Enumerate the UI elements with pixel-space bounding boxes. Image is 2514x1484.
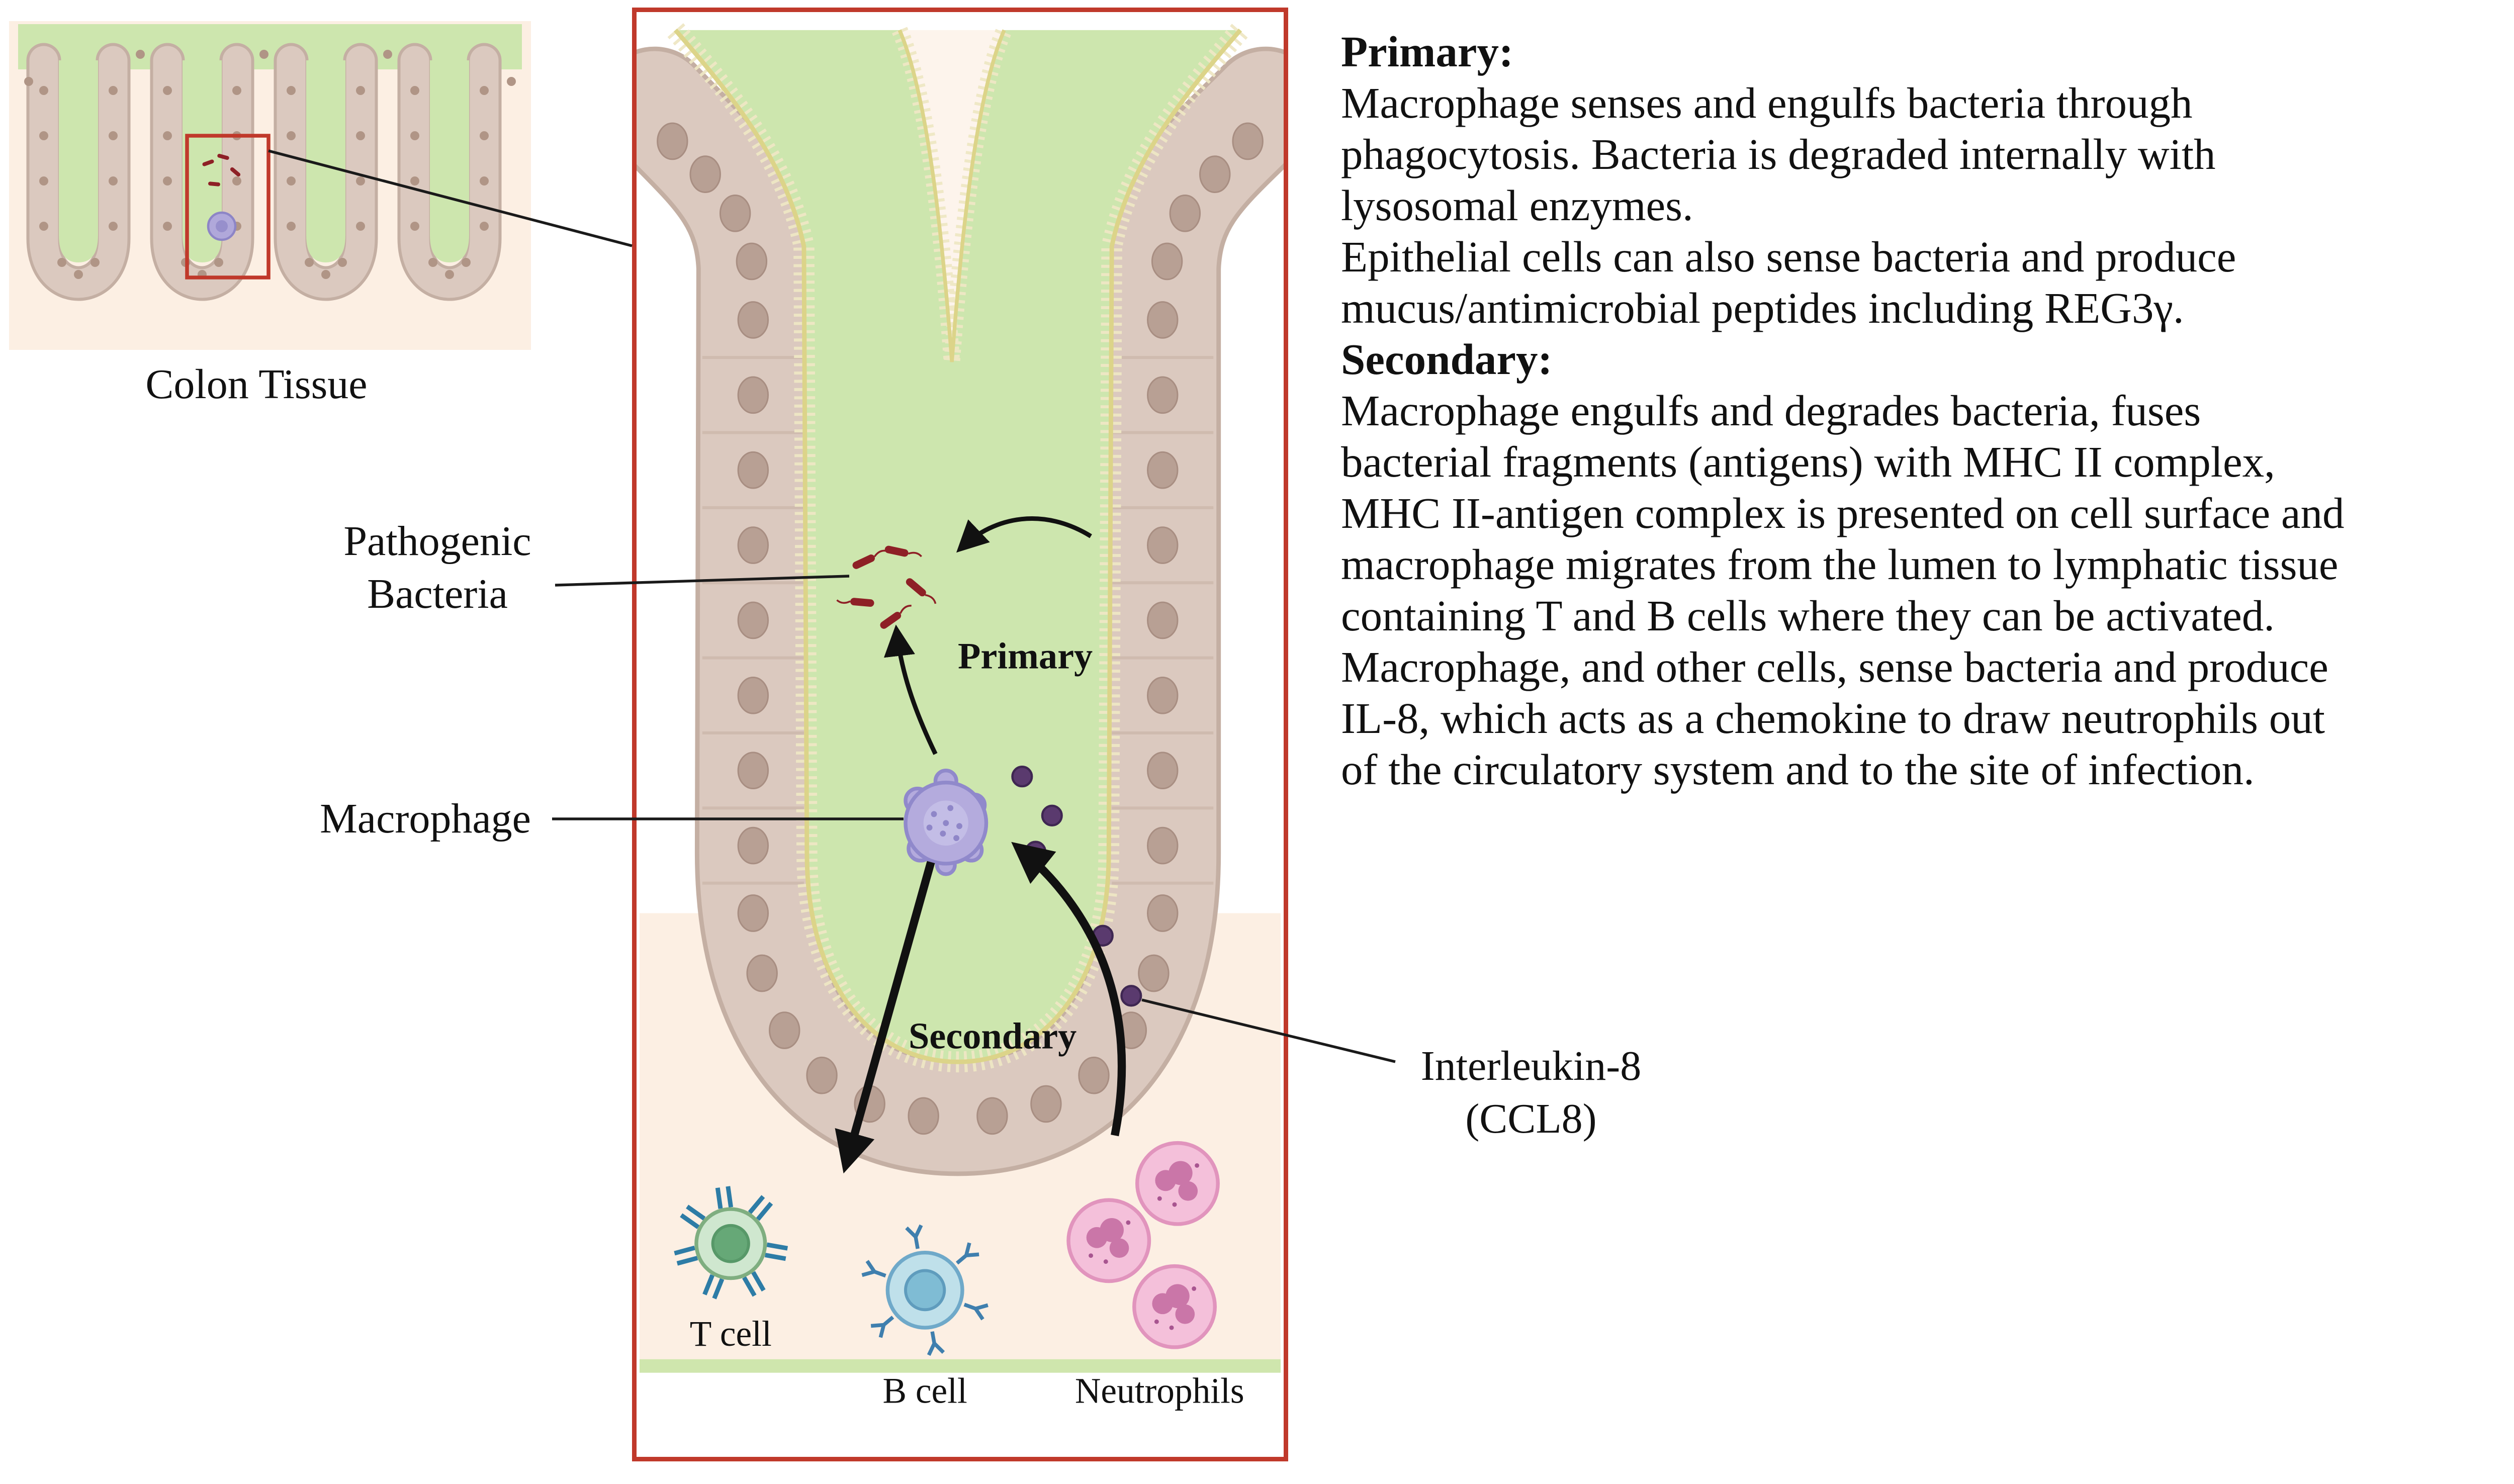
- primary-paragraph-1: Macrophage senses and engulfs bacteria t…: [1341, 80, 2216, 231]
- magnified-crypt-panel: Primary Secondary T cell B cell Neutroph…: [632, 8, 1288, 1461]
- colon-tissue-label: Colon Tissue: [145, 362, 368, 409]
- secondary-paragraph-2: Macrophage, and other cells, sense bacte…: [1341, 644, 2328, 795]
- epithelial-nuclei: [657, 122, 1264, 1135]
- primary-response-arrow: [883, 624, 938, 755]
- interleukin8-label-line1: Interleukin-8: [1420, 1044, 1642, 1090]
- mini-epithelial-nuclei: [24, 50, 516, 279]
- neutrophil-cell: [1132, 1264, 1217, 1349]
- pathogenic-bacteria-label-line1: Pathogenic: [343, 519, 531, 566]
- t-cell-label: T cell: [690, 1314, 772, 1354]
- secondary-label: Secondary: [909, 1015, 1076, 1057]
- neutrophil-cell: [1066, 1198, 1151, 1283]
- t-cell: [674, 1186, 788, 1300]
- pathogenic-bacteria-group: [836, 545, 937, 629]
- bottom-green-strip: [639, 1359, 1281, 1373]
- colon-tissue-illustration: [9, 21, 531, 350]
- mini-macrophage: [207, 211, 237, 241]
- crypt-illustration: Primary Secondary T cell B cell Neutroph…: [637, 23, 1284, 1411]
- b-cell-label: B cell: [882, 1371, 967, 1411]
- neutrophils-label: Neutrophils: [1075, 1371, 1244, 1411]
- secondary-heading: Secondary:: [1341, 336, 1553, 385]
- neutrophil-recruitment-arrow: [1011, 842, 1126, 1137]
- epithelium-sensing-arrow: [956, 516, 1092, 553]
- primary-heading: Primary:: [1341, 29, 1514, 77]
- pathogenic-bacteria-label: Pathogenic Bacteria: [272, 516, 603, 621]
- primary-paragraph-2: Epithelial cells can also sense bacteria…: [1341, 234, 2236, 333]
- primary-label: Primary: [958, 635, 1093, 677]
- colon-tissue-figure: [9, 15, 531, 362]
- interleukin8-label-line2: (CCL8): [1465, 1096, 1597, 1143]
- neutrophils-group: [1066, 1141, 1220, 1349]
- brush-border-microvilli: [667, 23, 1248, 1073]
- macrophage-label: Macrophage: [320, 796, 531, 843]
- mini-bacteria: [202, 154, 241, 187]
- mini-crypts-epithelium: [26, 43, 502, 301]
- epithelium-band: [637, 46, 1284, 1176]
- macrophage-cell: [904, 768, 989, 876]
- interleukin8-label: Interleukin-8 (CCL8): [1350, 1041, 1712, 1146]
- secondary-migration-arrow: [835, 861, 935, 1174]
- secondary-paragraph-1: Macrophage engulfs and degrades bacteria…: [1341, 388, 2345, 641]
- b-cell: [861, 1224, 989, 1356]
- il8-dot-labeled: [1120, 985, 1142, 1007]
- pathogenic-bacteria-label-line2: Bacteria: [367, 572, 508, 618]
- macrophage-granules: [926, 805, 962, 842]
- neutrophil-cell: [1135, 1141, 1220, 1226]
- description-text: Primary: Macrophage senses and engulfs b…: [1341, 27, 2361, 796]
